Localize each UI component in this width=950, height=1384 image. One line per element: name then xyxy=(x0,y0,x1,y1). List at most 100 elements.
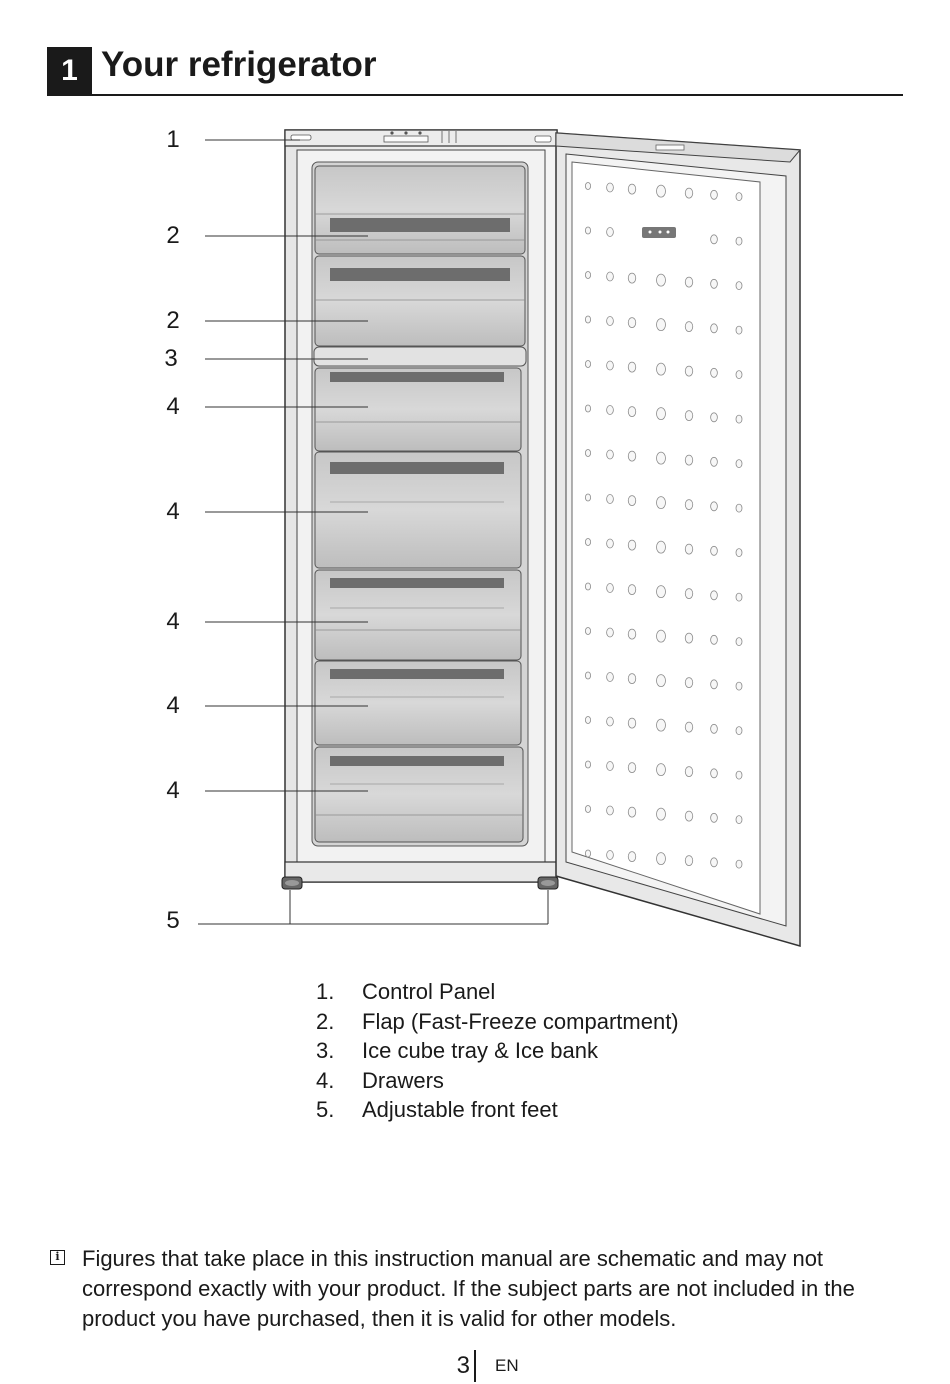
refrigerator-diagram xyxy=(198,129,802,947)
door-dimple xyxy=(606,583,614,593)
ice-cube-tray xyxy=(313,346,527,367)
door-dimple xyxy=(684,588,694,599)
door-dimple xyxy=(710,278,718,289)
callout-label: 5 xyxy=(166,907,180,934)
door-dimple xyxy=(627,317,637,329)
callout-label: 4 xyxy=(166,608,180,635)
flap-compartment xyxy=(314,255,526,347)
item-number: 4. xyxy=(316,1067,335,1093)
door-dimple xyxy=(735,414,743,424)
door-dimple xyxy=(606,672,614,682)
item-label: Adjustable front feet xyxy=(362,1097,558,1122)
door-dimple xyxy=(735,281,743,291)
door-dimple xyxy=(627,539,637,551)
open-door xyxy=(555,132,802,947)
door-dimple xyxy=(710,501,718,512)
door-dimple xyxy=(627,851,637,862)
door-dimple xyxy=(735,637,743,646)
door-dimple xyxy=(684,321,694,333)
door-dimple xyxy=(606,405,614,415)
door-dimple xyxy=(584,182,592,190)
door-dimple xyxy=(684,632,694,644)
info-icon: i xyxy=(50,1250,65,1265)
door-dimple xyxy=(710,857,718,868)
door-dimple xyxy=(627,450,637,462)
door-dimple xyxy=(735,236,743,246)
page-number: 3 xyxy=(456,1352,470,1379)
door-dimple xyxy=(656,273,666,287)
door-dimple xyxy=(710,812,718,823)
door-dimple xyxy=(684,499,694,511)
list-item: 3. Ice cube tray & Ice bank xyxy=(316,1036,679,1066)
door-dimple xyxy=(627,406,637,418)
language-code: EN xyxy=(495,1356,519,1375)
door-dimple xyxy=(735,503,743,513)
door-dimple xyxy=(684,410,694,422)
callout-label: 4 xyxy=(166,393,180,420)
list-item: 5.Adjustable front feet xyxy=(316,1095,679,1125)
door-dimple xyxy=(735,815,743,824)
list-item: 1.Control Panel xyxy=(316,977,679,1007)
door-dimple xyxy=(606,449,614,460)
door-dimple xyxy=(627,495,637,507)
door-dimple xyxy=(627,628,637,640)
door-dimple xyxy=(656,852,666,865)
parts-list: 1.Control Panel 2. Flap (Fast-Freeze comp… xyxy=(316,977,679,1125)
note-text: Figures that take place in this instruct… xyxy=(82,1246,855,1331)
door-dimple xyxy=(584,226,592,235)
door-dimple xyxy=(656,451,666,465)
door-dimple xyxy=(735,370,743,380)
door-dimple xyxy=(710,323,718,334)
page-title: Your refrigerator xyxy=(101,45,377,84)
door-dimple xyxy=(735,859,743,869)
door-dimple xyxy=(584,805,592,813)
door-dimple xyxy=(606,538,614,549)
door-dimple xyxy=(627,717,637,729)
drawer xyxy=(314,367,522,452)
door-dimple xyxy=(710,634,718,645)
door-dimple xyxy=(584,404,592,413)
door-dimple xyxy=(684,365,694,377)
door-dimple xyxy=(710,679,718,690)
section-number: 1 xyxy=(47,47,92,94)
list-item: 2. Flap (Fast-Freeze compartment) xyxy=(316,1007,679,1037)
door-dimple xyxy=(656,362,666,376)
door-dimple xyxy=(735,681,743,691)
door-dimple xyxy=(606,360,614,371)
door-dimple xyxy=(656,407,666,421)
door-dimple xyxy=(735,192,743,202)
door-dimple xyxy=(710,723,718,734)
door-dimple xyxy=(710,367,718,378)
item-label: Ice cube tray & Ice bank xyxy=(362,1038,599,1063)
door-dimple xyxy=(584,760,592,769)
door-dimple xyxy=(656,763,666,776)
door-dimple xyxy=(584,493,592,502)
door-dimple xyxy=(684,810,694,822)
door-dimple xyxy=(606,316,614,326)
door-dimple xyxy=(656,674,666,687)
leader-lines xyxy=(198,139,549,925)
item-label: Flap (Fast-Freeze compartment) xyxy=(362,1008,679,1034)
item-number: 2. xyxy=(316,1008,335,1034)
callout-label: 3 xyxy=(164,345,178,372)
door-dimple xyxy=(627,584,637,595)
callout-label: 1 xyxy=(166,126,180,153)
door-dimple xyxy=(656,318,666,332)
door-dimple xyxy=(606,271,614,282)
callout-label: 4 xyxy=(166,777,180,804)
adjustable-foot xyxy=(281,876,303,890)
door-dimple xyxy=(584,716,592,724)
control-panel xyxy=(284,129,558,147)
footer-divider xyxy=(474,1350,476,1382)
door-dimple xyxy=(606,716,614,727)
door-dimple xyxy=(584,538,592,546)
door-dimple xyxy=(684,187,694,199)
door-dimple xyxy=(627,183,637,195)
drawer xyxy=(314,660,522,746)
item-number: 3. xyxy=(316,1038,335,1063)
door-dimple xyxy=(735,770,743,780)
door-dimple xyxy=(656,629,666,643)
callout-label: 2 xyxy=(166,222,180,249)
door-dimple xyxy=(606,805,614,816)
door-dimple xyxy=(584,671,592,680)
